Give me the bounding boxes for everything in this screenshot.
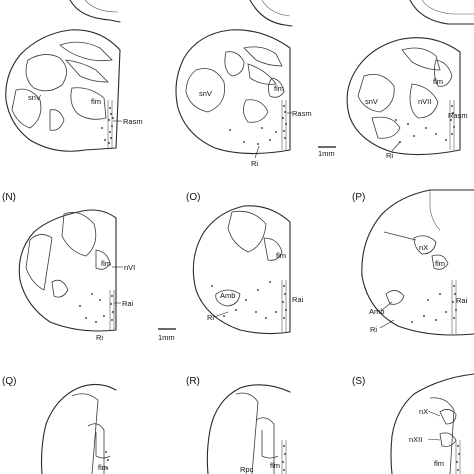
label-flm: flm	[433, 77, 443, 86]
panel-3: snV flm nVII Rasm Ri 1mm	[318, 0, 474, 160]
panel-O: (O) flm Amb Rai Ri 1mm	[158, 192, 304, 342]
label-Rasm: Rasm	[292, 109, 312, 118]
panel-P: (P) nX flm Amb Rai Ri	[352, 189, 474, 336]
label-Rasm: Rasm	[448, 111, 468, 120]
label-Ri: Ri	[370, 325, 377, 334]
label-flm: flm	[98, 463, 108, 472]
label-flm: flm	[276, 251, 286, 260]
label-Rpc: Rpc	[240, 465, 254, 474]
panel-letter: (N)	[2, 192, 16, 203]
label-nX: nX	[419, 243, 428, 252]
label-Ri: Ri	[96, 333, 103, 342]
label-nVI: nVI	[124, 263, 135, 272]
panel-letter: (Q)	[2, 376, 16, 387]
label-flm: flm	[274, 84, 284, 93]
panel-Q: (Q) flm	[2, 376, 117, 474]
label-flm: flm	[434, 459, 444, 468]
label-nVII: nVII	[418, 97, 431, 106]
label-nXII: nXII	[409, 435, 422, 444]
panel-2: snV flm Rasm Ri	[175, 0, 312, 168]
panel-letter: (O)	[186, 192, 200, 203]
label-nX: nX	[419, 407, 428, 416]
section-outline	[40, 383, 117, 474]
section-outline	[361, 189, 474, 336]
panel-N: (N) flm nVI Rai Ri	[2, 192, 135, 342]
label-Rai: Rai	[456, 296, 468, 305]
label-flm: flm	[91, 97, 101, 106]
label-snV: snV	[199, 89, 212, 98]
label-snV: snV	[365, 97, 378, 106]
panel-letter: (R)	[186, 376, 200, 387]
label-Ri: Ri	[386, 151, 393, 160]
label-Ri: Ri	[207, 313, 214, 322]
panel-R: (R) flm Rpc	[186, 376, 291, 474]
label-Ri: Ri	[251, 159, 258, 168]
label-flm: flm	[435, 259, 445, 268]
section-outline	[206, 384, 291, 474]
section-outline	[390, 373, 474, 474]
label-flm: flm	[270, 461, 280, 470]
label-Rai: Rai	[292, 295, 304, 304]
section-outline	[175, 29, 291, 155]
section-outline	[192, 205, 291, 335]
panel-1: snV flm Rasm	[5, 0, 143, 152]
label-Amb: Amb	[369, 307, 384, 316]
panel-letter: (P)	[352, 192, 365, 203]
label-Rasm: Rasm	[123, 117, 143, 126]
panel-S: (S) nX nXII flm	[352, 373, 474, 474]
scale-bar-label: 1mm	[158, 333, 175, 342]
label-Rai: Rai	[122, 299, 134, 308]
label-Amb: Amb	[220, 291, 235, 300]
section-outline	[18, 209, 117, 332]
label-snV: snV	[28, 93, 41, 102]
section-outline	[5, 29, 121, 152]
scale-bar-label: 1mm	[318, 149, 335, 158]
panel-letter: (S)	[352, 376, 365, 387]
section-outline	[346, 37, 461, 156]
label-flm: flm	[101, 259, 111, 268]
